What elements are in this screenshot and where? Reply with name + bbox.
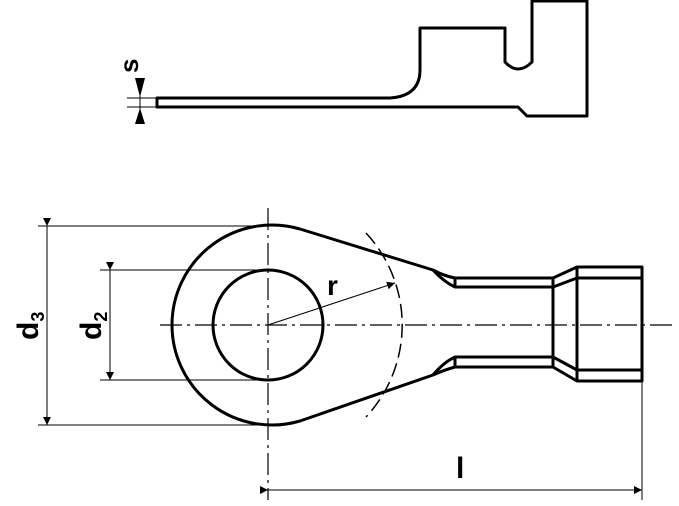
top-view: r d3 d2 l [12,208,675,500]
thickness-label: s [114,59,144,73]
svg-text:d3: d3 [12,312,48,340]
d3-label: d [12,322,45,340]
length-label: l [456,452,464,485]
d2-subscript: 2 [91,312,111,322]
arrow-up-icon [135,108,145,124]
d3-subscript: 3 [28,312,48,322]
ring-outer [170,223,301,427]
d2-label: d [75,322,108,340]
radius-arrow [267,281,396,326]
radius-label: r [327,270,338,301]
side-view: s [114,0,589,124]
arrow-down-icon [135,78,145,97]
radius-arc [365,232,403,418]
svg-text:d2: d2 [75,312,111,340]
